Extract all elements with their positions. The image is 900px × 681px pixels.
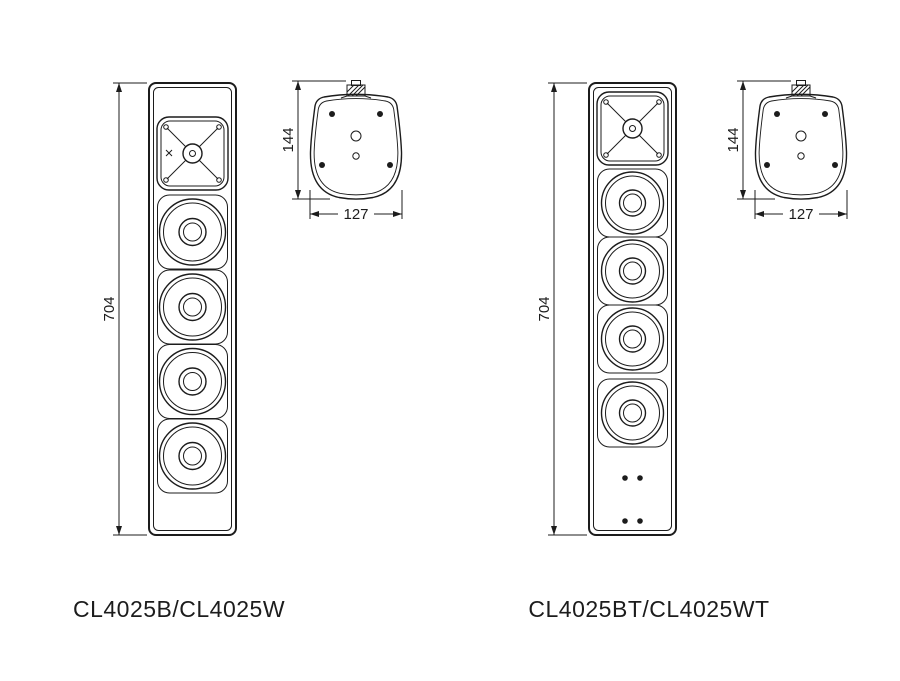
terminal-dot (622, 518, 628, 524)
terminal-dot (637, 518, 643, 524)
cabinet-outline (588, 82, 677, 536)
right-top-height-dimension: 144 (725, 80, 791, 200)
left-speaker-front-view (148, 82, 237, 536)
right-top-width-dimension: 127 (754, 190, 848, 223)
arrowhead (551, 526, 557, 535)
terminal-dot (637, 475, 643, 481)
arrowhead (838, 211, 847, 217)
width-dimension-label: 127 (788, 206, 813, 223)
arrowhead (116, 83, 122, 92)
right-top-view (754, 79, 848, 200)
depth-dimension-label: 144 (280, 127, 297, 152)
arrowhead (740, 81, 746, 90)
width-dimension-label: 127 (343, 206, 368, 223)
arrowhead (755, 211, 764, 217)
depth-dimension-label: 144 (725, 127, 742, 152)
top-view-body (309, 79, 403, 200)
height-dimension-label: 704 (101, 296, 118, 321)
cabinet-baffle (593, 87, 672, 531)
left-top-view (309, 79, 403, 200)
top-view-body (754, 79, 848, 200)
arrowhead (295, 81, 301, 90)
left-top-height-dimension: 144 (280, 80, 346, 200)
terminal-dot (622, 475, 628, 481)
cabinet-outline (148, 82, 237, 536)
height-dimension-label: 704 (536, 296, 553, 321)
right-height-dimension: 704 (536, 82, 587, 536)
arrowhead (393, 211, 402, 217)
arrowhead (295, 190, 301, 199)
arrowhead (740, 190, 746, 199)
arrowhead (310, 211, 319, 217)
left-height-dimension: 704 (101, 82, 147, 536)
right-speaker-front-view (588, 82, 677, 536)
arrowhead (116, 526, 122, 535)
arrowhead (551, 83, 557, 92)
marking-x (165, 149, 173, 157)
right-model-label: CL4025BT/CL4025WT (528, 596, 769, 622)
left-top-width-dimension: 127 (309, 190, 403, 223)
left-model-label: CL4025B/CL4025W (73, 596, 285, 622)
cabinet-baffle (153, 87, 232, 531)
